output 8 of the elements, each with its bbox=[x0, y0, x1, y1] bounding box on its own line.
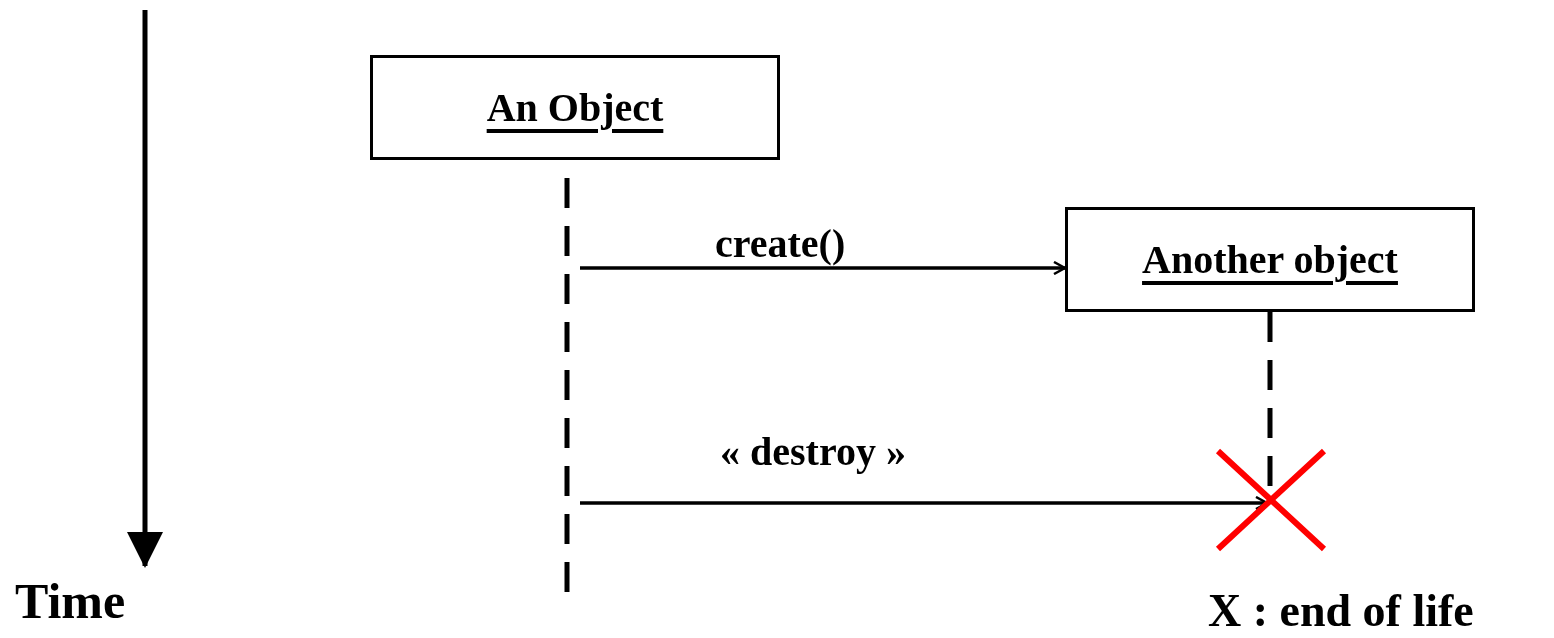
object-box bbox=[1065, 207, 1475, 312]
axis-label: Time bbox=[15, 572, 126, 630]
message-label: « destroy » bbox=[720, 428, 906, 475]
legend-note: X : end of life bbox=[1208, 584, 1474, 637]
object-name: An Object bbox=[486, 84, 664, 131]
object-name: Another object bbox=[1142, 236, 1398, 283]
message-arrow bbox=[580, 260, 1067, 276]
message-label: create() bbox=[715, 220, 846, 267]
